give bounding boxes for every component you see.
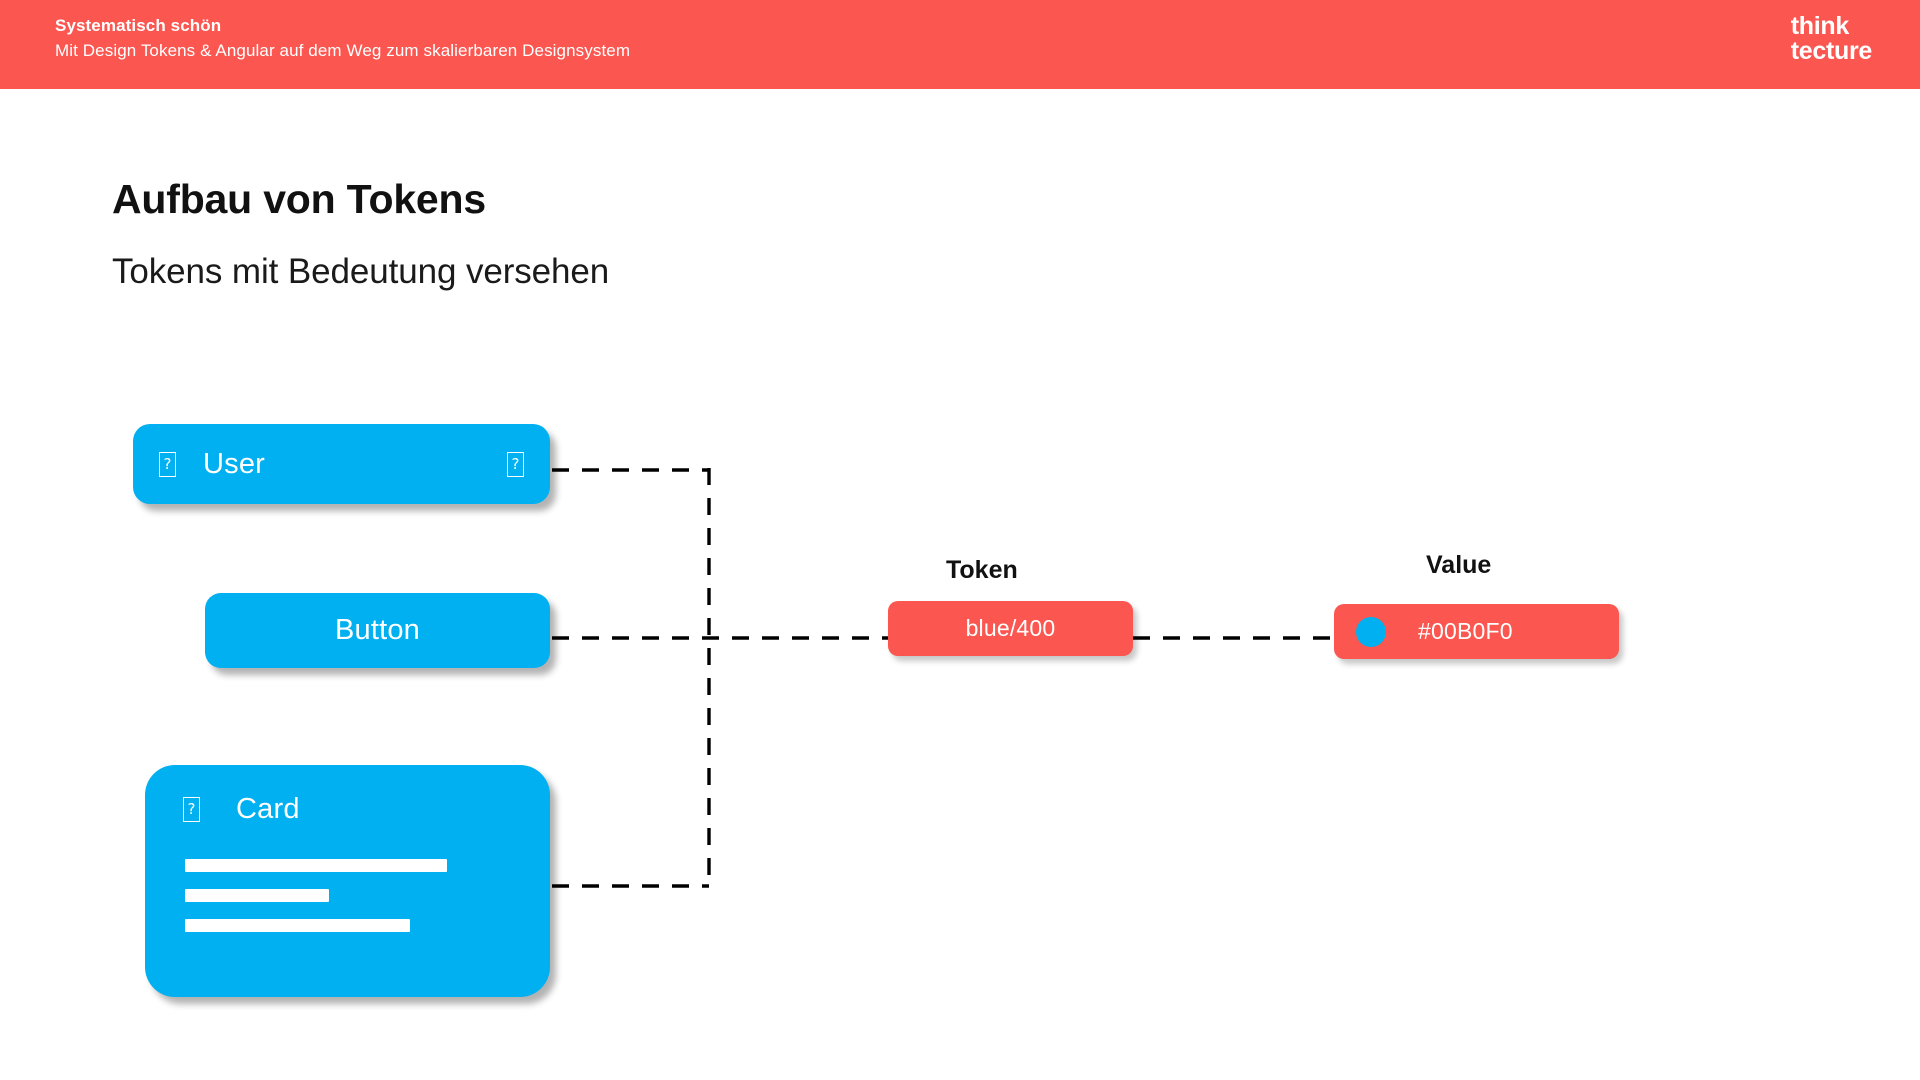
placeholder-bar	[185, 919, 410, 932]
token-badge[interactable]: blue/400	[888, 601, 1133, 656]
card-placeholder-bars	[145, 859, 550, 932]
component-label-card: Card	[236, 793, 300, 825]
placeholder-bar	[185, 889, 329, 902]
color-swatch-icon	[1356, 616, 1386, 647]
component-card-card[interactable]: ? Card	[145, 765, 550, 997]
token-badge-text: blue/400	[965, 615, 1056, 641]
header-subtitle: Mit Design Tokens & Angular auf dem Weg …	[55, 41, 631, 60]
header-title: Systematisch schön	[55, 16, 222, 35]
component-label-user: User	[203, 447, 266, 480]
slide-header-bar: Systematisch schön Mit Design Tokens & A…	[0, 0, 1920, 89]
thinktecture-logo: think tecture	[1790, 12, 1873, 65]
token-caption: Token	[946, 556, 1018, 584]
value-badge[interactable]: #00B0F0	[1334, 604, 1619, 659]
card-leading-missing-glyph-icon: ?	[183, 797, 200, 822]
page-subtitle: Tokens mit Bedeutung versehen	[112, 252, 610, 291]
placeholder-bar	[185, 859, 447, 872]
page-title: Aufbau von Tokens	[112, 176, 486, 222]
component-label-button: Button	[334, 614, 421, 646]
user-leading-missing-glyph-icon: ?	[159, 451, 176, 477]
user-trailing-missing-glyph-icon: ?	[507, 451, 524, 477]
header-text-block: Systematisch schön Mit Design Tokens & A…	[55, 14, 630, 63]
component-card-user[interactable]: ? User ?	[133, 424, 550, 504]
value-badge-text: #00B0F0	[1418, 618, 1513, 644]
card-header-row: ? Card	[145, 793, 550, 826]
logo-line-think: think	[1790, 12, 1850, 40]
value-caption: Value	[1426, 551, 1492, 579]
logo-line-tecture: tecture	[1790, 37, 1873, 65]
component-card-button[interactable]: Button	[205, 593, 550, 668]
